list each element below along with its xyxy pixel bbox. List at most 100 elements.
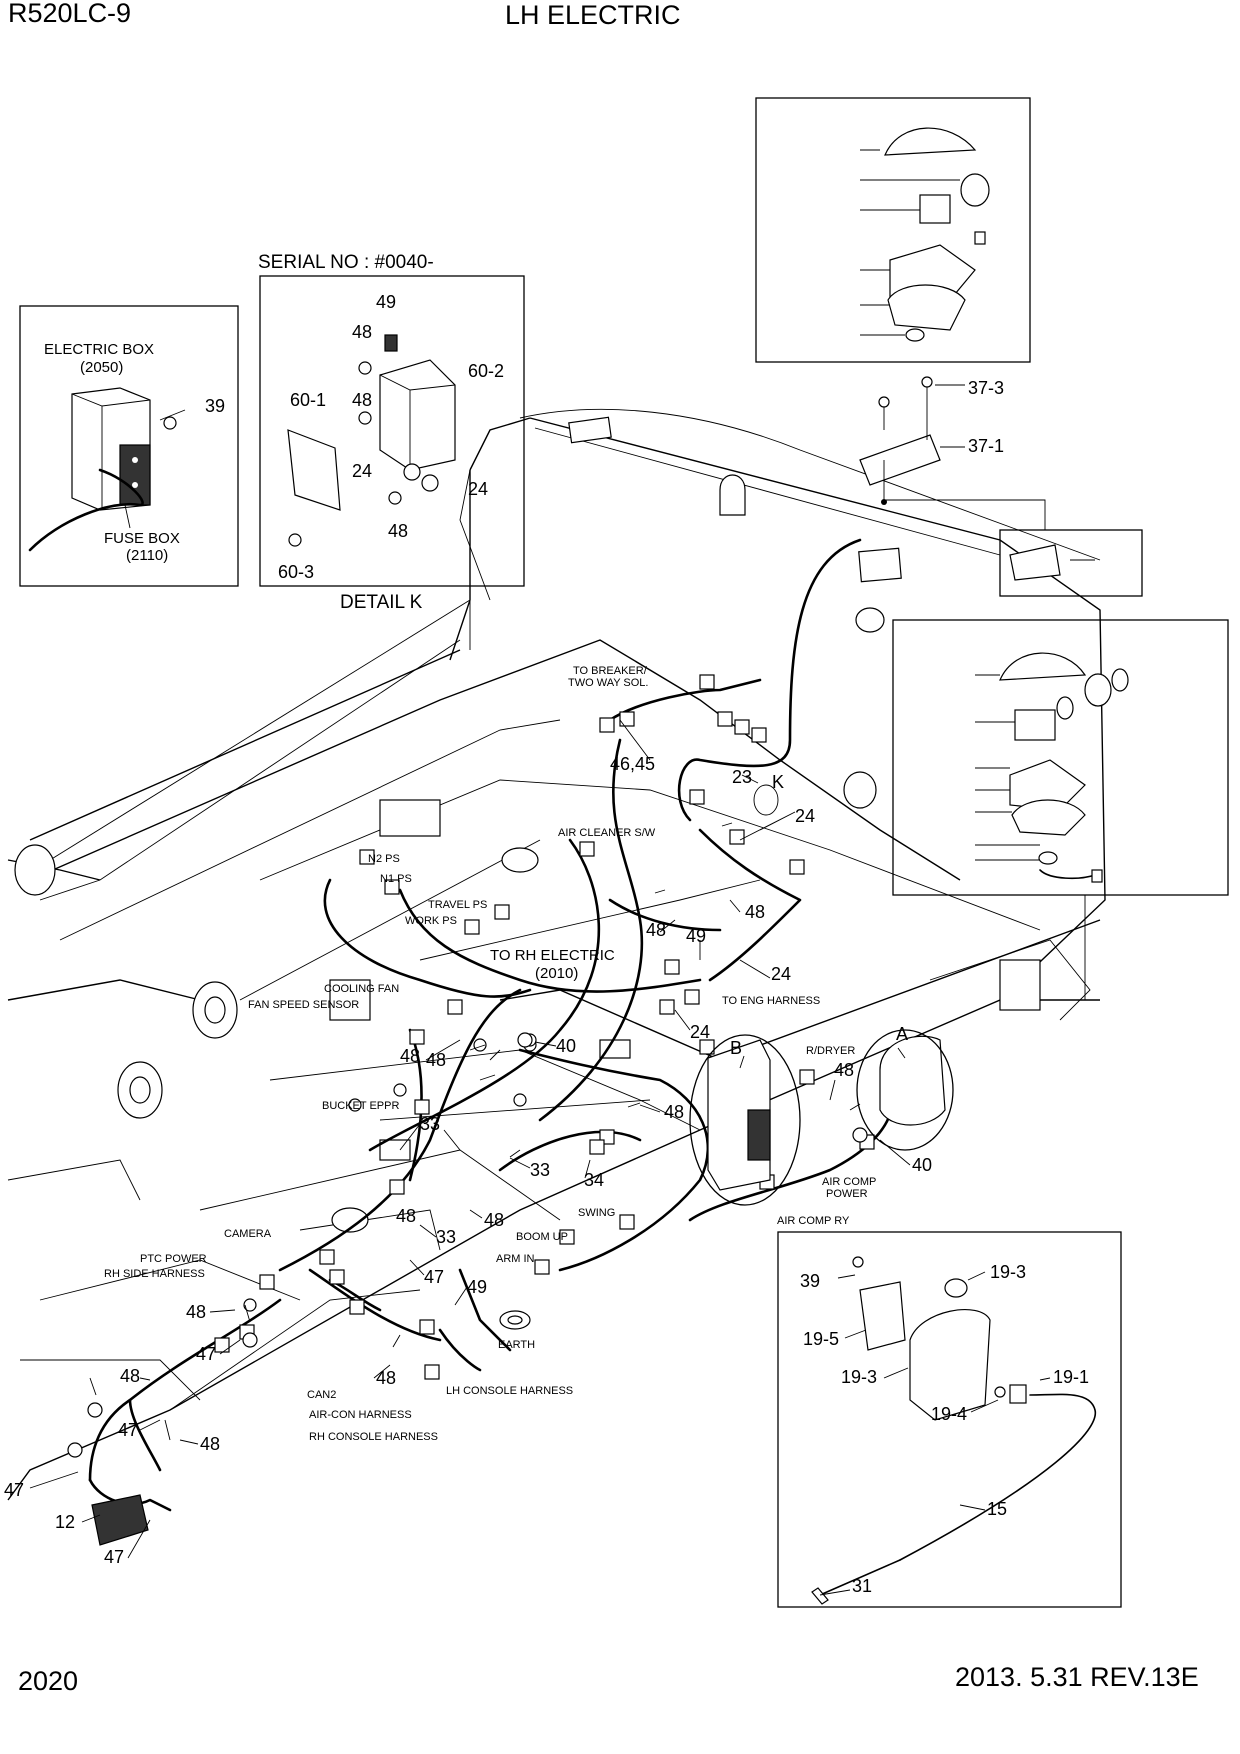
model-label: R520LC-9 [8, 0, 131, 28]
detail-callout-60-3: 60-3 [278, 562, 314, 582]
fuse-box-label: FUSE BOX [104, 530, 180, 547]
callout-24-a: 24 [795, 806, 815, 826]
detail-callout-60-2: 60-2 [468, 361, 504, 381]
main-callouts: 46,45 23 K 24 48 48 49 24 24 40 B A 48 4… [4, 719, 932, 1567]
label-cooling-fan: COOLING FAN [324, 983, 399, 995]
washer-callout-19-5: 19-5 [803, 1329, 839, 1349]
callout-47-b: 47 [196, 1344, 216, 1364]
callout-48-h: 48 [376, 1368, 396, 1388]
callout-39: 39 [205, 396, 225, 416]
callout-48-d: 48 [426, 1050, 446, 1070]
callout-48-e: 48 [664, 1102, 684, 1122]
washer-callout-19-4: 19-4 [931, 1404, 967, 1424]
callout-23: 23 [732, 767, 752, 787]
label-travel-ps: TRAVEL PS [428, 899, 487, 911]
page-title: LH ELECTRIC [505, 0, 681, 30]
detail-callout-48a: 48 [352, 322, 372, 342]
lamp-bracket-37: 37-3 37-1 [859, 376, 1143, 597]
label-swing: SWING [578, 1207, 615, 1219]
label-air-comp-power-2: POWER [826, 1188, 868, 1200]
washer-callout-19-3b: 19-3 [841, 1367, 877, 1387]
revision-label: 2013. 5.31 REV.13E [955, 1662, 1199, 1692]
label-boom-up: BOOM UP [516, 1231, 568, 1243]
label-rh-electric-ref: (2010) [535, 965, 578, 982]
label-lh-console-harness: LH CONSOLE HARNESS [446, 1385, 573, 1397]
label-two-way-sol: TWO WAY SOL. [568, 677, 648, 689]
harness-labels: TO BREAKER/ TWO WAY SOL. AIR CLEANER S/W… [104, 665, 876, 1443]
callout-49-a: 49 [686, 926, 706, 946]
callout-33-a: 33 [420, 1114, 440, 1134]
electric-box-ref: (2050) [80, 359, 123, 376]
callout-49-b: 49 [467, 1277, 487, 1297]
label-fan-speed-sensor: FAN SPEED SENSOR [248, 999, 359, 1011]
callout-47-a: 47 [424, 1267, 444, 1287]
label-r-dryer: R/DRYER [806, 1045, 855, 1057]
label-earth: EARTH [498, 1339, 535, 1351]
callout-40-a: 40 [556, 1036, 576, 1056]
receiver-dryer-a [879, 1035, 946, 1126]
callout-k: K [772, 772, 784, 792]
electric-box-label: ELECTRIC BOX [44, 341, 154, 358]
label-n1-ps: N1 PS [380, 873, 412, 885]
detail-k-inset: SERIAL NO : #0040- DETAIL K 49 48 60-2 6… [258, 252, 525, 650]
page-number: 2020 [18, 1666, 78, 1696]
label-to-breaker: TO BREAKER/ [573, 665, 648, 677]
detail-callout-60-1: 60-1 [290, 390, 326, 410]
electric-box-inset: ELECTRIC BOX (2050) 39 FUSE BOX (2110) [19, 305, 239, 587]
detail-k-caption: DETAIL K [340, 592, 423, 613]
detail-callout-48c: 48 [388, 521, 408, 541]
detail-callout-24b: 24 [468, 479, 488, 499]
label-can2: CAN2 [307, 1389, 336, 1401]
callout-24-c: 24 [690, 1022, 710, 1042]
label-bucket-eppr: BUCKET EPPR [322, 1100, 399, 1112]
callout-48-i: 48 [120, 1366, 140, 1386]
main-wire-harness [88, 538, 894, 1512]
callout-a: A [896, 1024, 908, 1044]
washer-callout-15: 15 [987, 1499, 1007, 1519]
detail-callout-49: 49 [376, 292, 396, 312]
callout-40-b: 40 [912, 1155, 932, 1175]
callout-47-d: 47 [4, 1480, 24, 1500]
washer-tank-inset: 39 19-3 19-5 19-3 19-1 19-4 15 31 [777, 1231, 1122, 1608]
callout-33-b: 33 [530, 1160, 550, 1180]
callout-37-1: 37-1 [968, 436, 1004, 456]
upper-frame-drawing [7, 408, 1106, 1501]
callout-46-45: 46,45 [610, 754, 655, 774]
callout-34: 34 [584, 1170, 604, 1190]
callout-37-3: 37-3 [968, 378, 1004, 398]
label-air-comp-ry: AIR COMP RY [777, 1215, 850, 1227]
label-work-ps: WORK PS [405, 915, 457, 927]
callout-47-e: 47 [104, 1547, 124, 1567]
work-lamp-12 [91, 1494, 149, 1546]
detail-callout-48b: 48 [352, 390, 372, 410]
callout-48-g: 48 [186, 1302, 206, 1322]
callout-12: 12 [55, 1512, 75, 1532]
callout-48-c: 48 [834, 1060, 854, 1080]
label-ptc-power: PTC POWER [140, 1253, 207, 1265]
detail-callout-24a: 24 [352, 461, 372, 481]
label-rh-side-harness: RH SIDE HARNESS [104, 1268, 205, 1280]
washer-callout-19-1: 19-1 [1053, 1367, 1089, 1387]
label-to-eng-harness: TO ENG HARNESS [722, 995, 820, 1007]
bolt-icons [89, 822, 861, 1441]
washer-callout-19-3a: 19-3 [990, 1262, 1026, 1282]
callout-48-f: 48 [484, 1210, 504, 1230]
callout-b: B [730, 1038, 742, 1058]
connector-parts [67, 674, 954, 1546]
fuse-box-ref: (2110) [126, 547, 168, 564]
callout-47-c: 47 [118, 1420, 138, 1440]
label-arm-in: ARM IN [496, 1253, 535, 1265]
label-rh-console-harness: RH CONSOLE HARNESS [309, 1431, 438, 1443]
washer-callout-31: 31 [852, 1576, 872, 1596]
label-air-comp-power-1: AIR COMP [822, 1176, 876, 1188]
callout-48-l: 48 [396, 1206, 416, 1226]
label-n2-ps: N2 PS [368, 853, 400, 865]
label-air-cleaner-sw: AIR CLEANER S/W [558, 827, 656, 839]
label-to-rh-electric: TO RH ELECTRIC [490, 947, 615, 964]
lamp-inset-top [755, 97, 1031, 363]
serial-number: SERIAL NO : #0040- [258, 252, 434, 273]
callout-48-k: 48 [400, 1046, 420, 1066]
callout-48-b: 48 [745, 902, 765, 922]
callout-48-j: 48 [200, 1434, 220, 1454]
